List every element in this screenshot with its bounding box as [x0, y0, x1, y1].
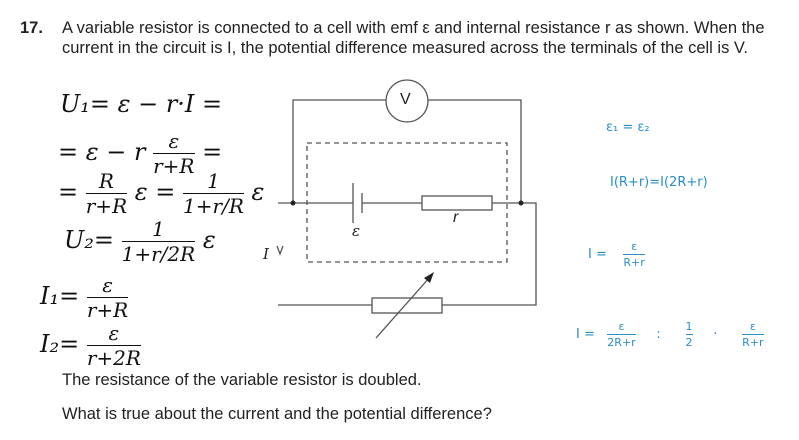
hw-text: ε =	[134, 178, 176, 206]
hw-right-1: ε₁ = ε₂	[606, 120, 650, 135]
hw-text: I₂=	[40, 330, 80, 358]
hw-text: I =	[576, 327, 595, 342]
variable-arrow-head	[424, 272, 434, 283]
hw-text: =	[202, 138, 223, 166]
hw-right-2: I(R+r)=I(2R+r)	[610, 175, 708, 190]
hw-text: ·	[713, 327, 718, 342]
variable-resistor	[371, 297, 443, 314]
hw-text: :	[656, 327, 661, 342]
current-arrow	[276, 245, 284, 256]
hw-line-1: U₁= ε − r·I =	[60, 90, 223, 118]
variable-arrow-line	[375, 276, 431, 339]
voltmeter-label: V	[400, 91, 411, 108]
internal-resistor	[421, 195, 493, 211]
question-statement: The resistance of the variable resistor …	[62, 371, 422, 389]
emf-label: ε	[352, 222, 361, 240]
question-prompt: What is true about the current and the p…	[62, 405, 492, 423]
voltmeter-wires	[292, 99, 522, 203]
junction-left	[290, 200, 296, 206]
internal-resistance-label: r	[453, 209, 459, 226]
junction-right	[518, 200, 524, 206]
hw-text: ε	[202, 226, 216, 254]
cell-dashed-box	[306, 142, 508, 263]
main-wires	[278, 202, 537, 306]
question-number: 17.	[20, 19, 43, 37]
hw-text: = ε − r	[58, 138, 146, 166]
hw-text: I₁=	[40, 282, 80, 310]
question-text-line2: current in the circuit is I, the potenti…	[62, 39, 749, 57]
hw-text: =	[58, 178, 79, 206]
hw-text: I =	[588, 247, 607, 262]
current-label: I	[263, 245, 269, 263]
voltmeter-circle	[385, 79, 429, 123]
hw-text: U₂=	[64, 226, 114, 254]
hw-text: ε	[251, 178, 265, 206]
question-text-line1: A variable resistor is connected to a ce…	[62, 19, 765, 37]
